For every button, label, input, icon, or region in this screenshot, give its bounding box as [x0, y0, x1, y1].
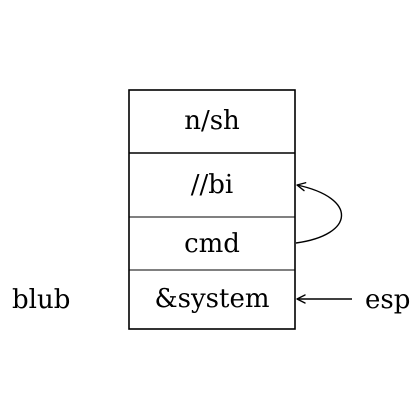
- stack-cell-cmd: cmd: [184, 229, 240, 259]
- curved-pointer-arrow: [295, 182, 343, 244]
- stack-outline: [128, 89, 296, 330]
- left-label: blub: [12, 285, 70, 315]
- stack-cell-system: &system: [154, 284, 269, 314]
- stack-cell-n-sh: n/sh: [184, 106, 240, 136]
- stack-cell-bi: //bi: [191, 170, 233, 200]
- right-label: esp: [365, 285, 410, 315]
